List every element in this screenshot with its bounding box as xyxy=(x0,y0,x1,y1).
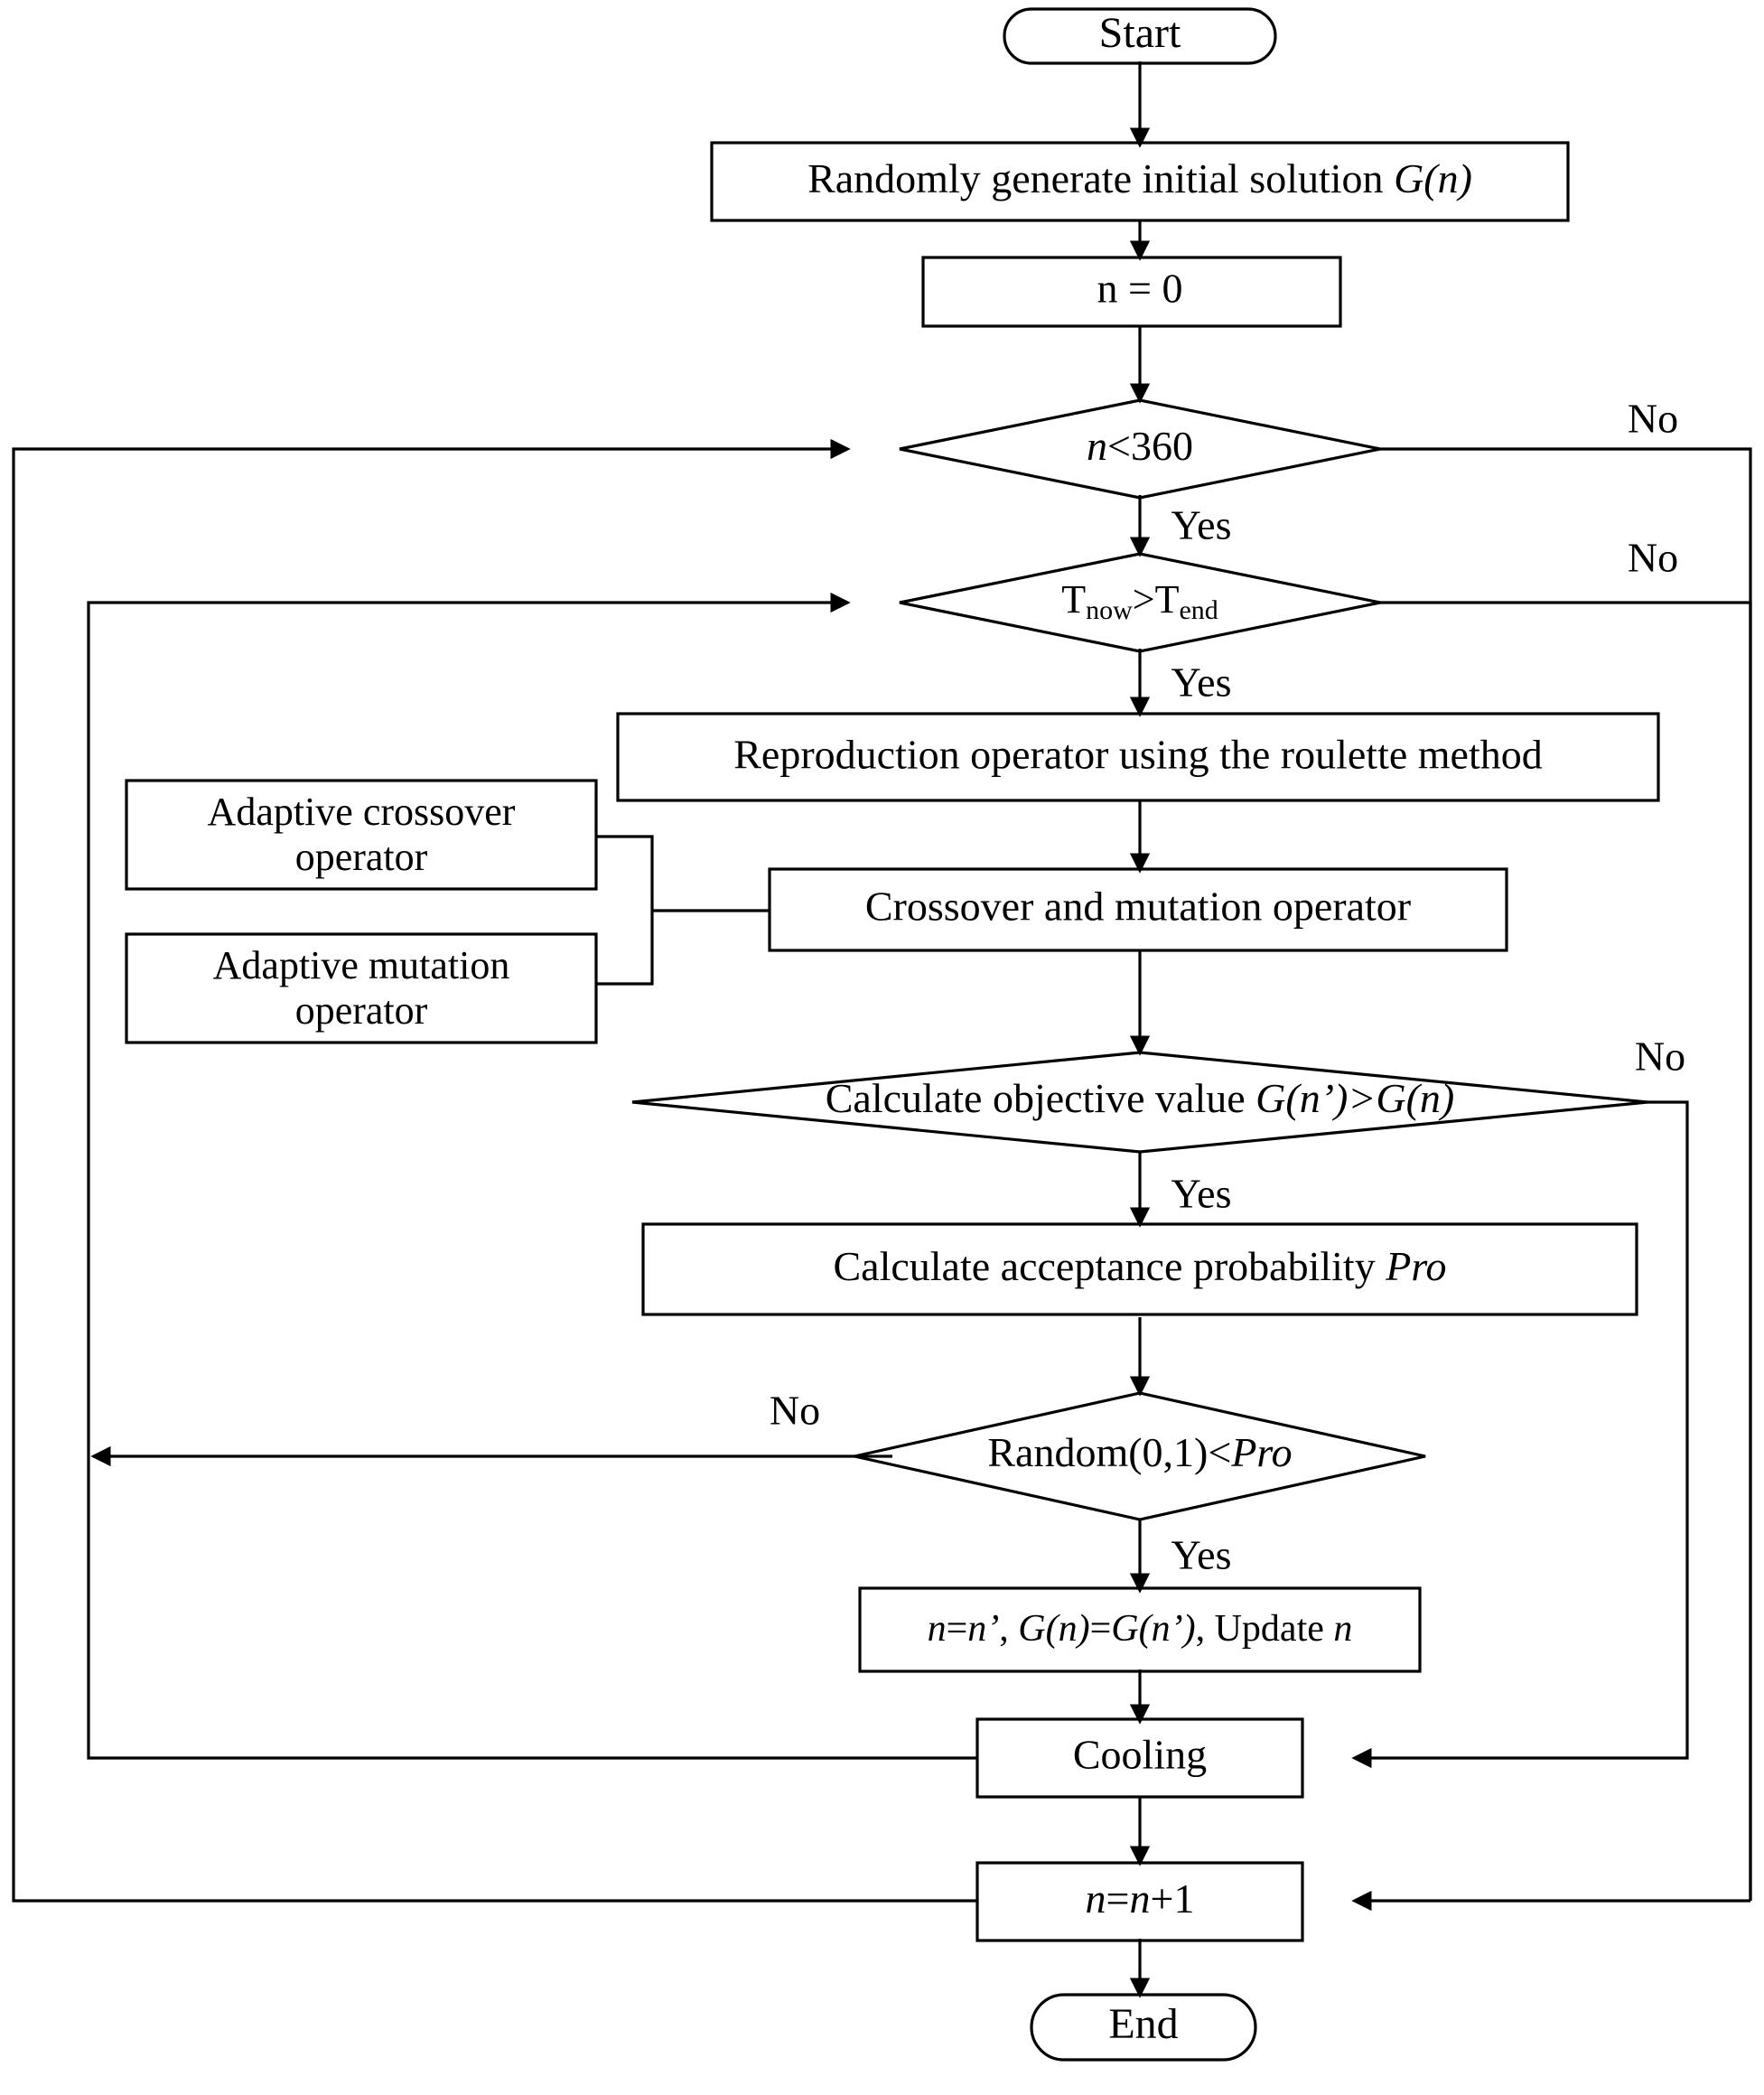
node-cooling-label: Cooling xyxy=(1073,1732,1207,1778)
node-iter-check-label-italic: n xyxy=(1087,423,1107,469)
node-random-check-label-main: Random(0,1)< xyxy=(987,1429,1231,1475)
edge-inner-loop-rail-upper xyxy=(87,592,851,1456)
node-n-zero-label: n = 0 xyxy=(1097,266,1183,312)
node-crossover-mutation-label: Crossover and mutation operator xyxy=(865,884,1411,930)
node-update-seg6: = xyxy=(1090,1608,1112,1650)
edge-label-random-yes: Yes xyxy=(1171,1532,1232,1578)
node-update-seg4: , xyxy=(999,1608,1018,1650)
edge-tempcheck-no xyxy=(1380,601,1752,1901)
node-update-seg9: n xyxy=(1333,1608,1352,1650)
node-acceptance[interactable]: Calculate acceptance probability Pro xyxy=(641,1222,1638,1316)
node-temp-check-sub2: end xyxy=(1179,595,1218,625)
node-objective-label-italic: G(n’)>G(n) xyxy=(1255,1075,1454,1121)
node-end-label: End xyxy=(1108,2000,1178,2048)
node-acceptance-label-main: Calculate acceptance probability xyxy=(833,1243,1386,1289)
edge-label-itercheck-no: No xyxy=(1628,396,1678,442)
node-end[interactable]: End xyxy=(1030,1993,1257,2062)
node-adaptive-mutation-line2: operator xyxy=(295,988,428,1033)
node-update-seg5: G(n) xyxy=(1018,1608,1089,1650)
edge-label-tempcheck-no: No xyxy=(1628,535,1678,581)
edge-adaptive-bracket xyxy=(596,835,770,986)
node-adaptive-mutation[interactable]: Adaptive mutation operator xyxy=(125,932,598,1044)
node-crossover-mutation[interactable]: Crossover and mutation operator xyxy=(768,867,1508,952)
node-increment[interactable]: n=n+1 xyxy=(975,1861,1304,1942)
edge-label-itercheck-yes: Yes xyxy=(1171,502,1232,548)
node-random-check-label-italic: Pro xyxy=(1230,1429,1292,1475)
edge-outer-loop-rail xyxy=(12,438,977,1903)
edge-itercheck-no xyxy=(1380,447,1752,1901)
node-random-check[interactable]: Random(0,1)<Pro xyxy=(854,1391,1426,1521)
node-iter-check-label-main: <360 xyxy=(1107,423,1193,469)
node-update-label: n=n’, G(n)=G(n’), Update n xyxy=(928,1608,1353,1650)
node-random-check-label: Random(0,1)<Pro xyxy=(987,1429,1292,1475)
node-n-zero[interactable]: n = 0 xyxy=(921,256,1342,328)
node-acceptance-label-italic: Pro xyxy=(1385,1243,1446,1289)
node-temp-check-label: Tnow>Tend xyxy=(1061,577,1218,625)
node-adaptive-crossover-line1: Adaptive crossover xyxy=(208,790,516,834)
node-update-seg2: = xyxy=(947,1608,968,1650)
node-init[interactable]: Randomly generate initial solution G(n) xyxy=(710,141,1570,222)
node-init-label-main: Randomly generate initial solution xyxy=(807,155,1394,201)
node-adaptive-mutation-line1: Adaptive mutation xyxy=(213,943,510,987)
node-cooling[interactable]: Cooling xyxy=(975,1717,1304,1799)
node-adaptive-crossover[interactable]: Adaptive crossover operator xyxy=(125,779,598,891)
node-reproduction[interactable]: Reproduction operator using the roulette… xyxy=(616,712,1660,802)
node-update-seg7: G(n’) xyxy=(1111,1608,1195,1650)
node-increment-seg4: +1 xyxy=(1151,1875,1195,1922)
node-increment-seg3: n xyxy=(1130,1875,1151,1922)
edge-label-random-no: No xyxy=(770,1388,820,1434)
edge-label-objective-no: No xyxy=(1635,1033,1685,1080)
node-update-seg3: n’ xyxy=(967,1608,999,1650)
node-init-label-italic: G(n) xyxy=(1394,155,1472,201)
node-increment-seg2: = xyxy=(1106,1875,1130,1922)
node-temp-check-t2: T xyxy=(1155,577,1180,622)
node-acceptance-label: Calculate acceptance probability Pro xyxy=(833,1243,1446,1289)
edge-label-objective-yes: Yes xyxy=(1171,1171,1232,1217)
node-update-seg1: n xyxy=(928,1608,947,1650)
node-objective-label-main: Calculate objective value xyxy=(826,1075,1255,1121)
node-temp-check[interactable]: Tnow>Tend xyxy=(899,552,1381,653)
node-increment-label: n=n+1 xyxy=(1086,1875,1195,1922)
node-start[interactable]: Start xyxy=(1003,7,1277,65)
edge-inner-loop-rail xyxy=(87,1456,977,1760)
node-update[interactable]: n=n’, G(n)=G(n’), Update n xyxy=(858,1586,1422,1673)
edge-objective-no xyxy=(1351,1100,1689,1769)
node-init-label: Randomly generate initial solution G(n) xyxy=(807,155,1472,201)
node-objective[interactable]: Calculate objective value G(n’)>G(n) xyxy=(631,1051,1648,1154)
node-iter-check-label: n<360 xyxy=(1087,423,1193,469)
node-increment-seg1: n xyxy=(1086,1875,1106,1922)
node-temp-check-op: > xyxy=(1133,577,1155,622)
node-update-seg8: , Update xyxy=(1196,1608,1334,1650)
node-objective-label: Calculate objective value G(n’)>G(n) xyxy=(826,1075,1454,1121)
node-start-label: Start xyxy=(1099,9,1181,57)
node-adaptive-crossover-line2: operator xyxy=(295,835,428,879)
node-temp-check-t1: T xyxy=(1061,577,1086,622)
node-iter-check[interactable]: n<360 xyxy=(899,398,1381,500)
edge-label-tempcheck-yes: Yes xyxy=(1171,659,1232,706)
node-reproduction-label: Reproduction operator using the roulette… xyxy=(733,732,1543,778)
node-temp-check-sub1: now xyxy=(1086,595,1133,625)
